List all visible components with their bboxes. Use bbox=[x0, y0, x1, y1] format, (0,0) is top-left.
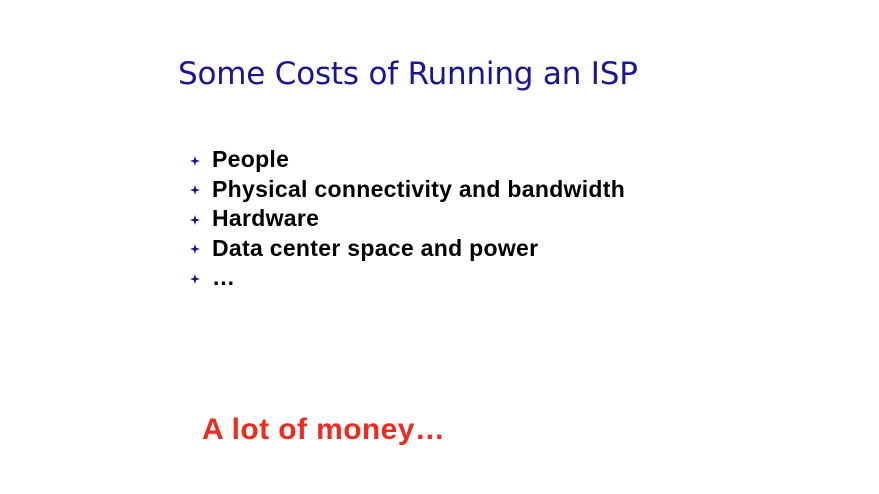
slide-title: Some Costs of Running an ISP bbox=[178, 56, 638, 92]
list-item: Data center space and power bbox=[190, 234, 625, 264]
bullet-list: People Physical connectivity and bandwid… bbox=[190, 145, 625, 293]
list-item: … bbox=[190, 263, 625, 293]
bullet-label: Physical connectivity and bandwidth bbox=[212, 175, 626, 202]
diamond-bullet-icon bbox=[190, 185, 200, 196]
callout-text: A lot of money… bbox=[202, 413, 446, 446]
diamond-bullet-icon bbox=[190, 244, 200, 255]
diamond-bullet-icon bbox=[190, 273, 200, 284]
diamond-bullet-icon bbox=[190, 214, 200, 225]
bullet-label: Hardware bbox=[212, 205, 320, 232]
list-item: Physical connectivity and bandwidth bbox=[190, 175, 625, 205]
list-item: Hardware bbox=[190, 204, 625, 234]
list-item: People bbox=[190, 145, 625, 175]
diamond-bullet-icon bbox=[190, 155, 200, 166]
bullet-label: … bbox=[212, 264, 236, 291]
bullet-label: Data center space and power bbox=[212, 234, 539, 261]
bullet-label: People bbox=[212, 146, 290, 173]
